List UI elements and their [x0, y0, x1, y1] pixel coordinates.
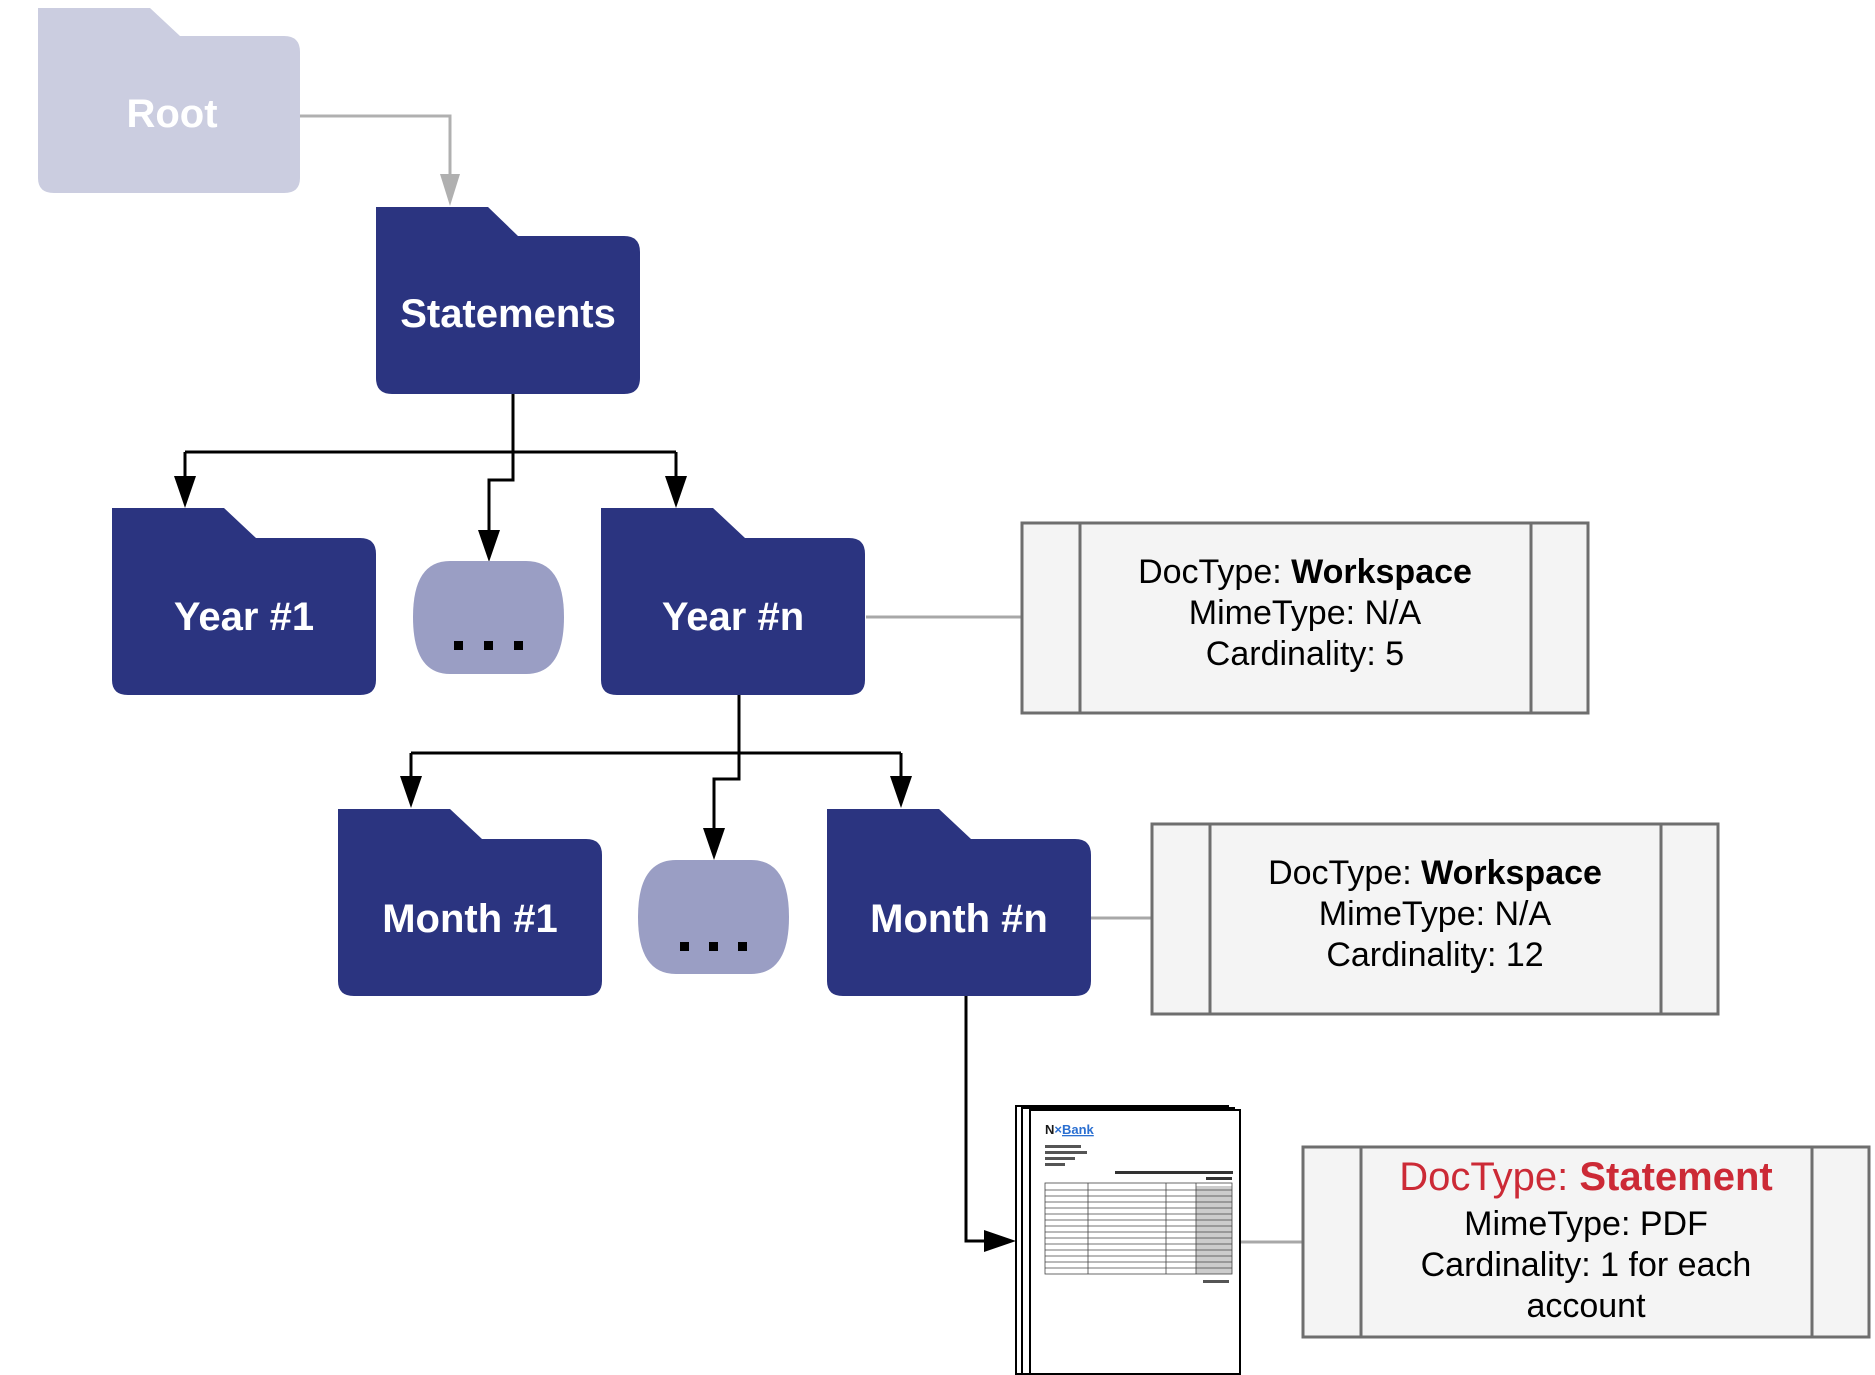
arrowhead-month-ellipsis	[703, 828, 725, 860]
info-box-year: DocType: Workspace MimeType: N/A Cardina…	[1020, 521, 1590, 715]
doctype-value: Workspace	[1421, 854, 1602, 892]
mimetype-line: MimeType: N/A	[1189, 594, 1422, 632]
document-address-block	[1045, 1145, 1087, 1166]
connector-to-year-ellipsis	[487, 452, 515, 534]
folder-statements[interactable]: Statements	[376, 207, 640, 394]
folder-month-first[interactable]: Month #1	[338, 809, 602, 996]
arrowhead-document	[984, 1230, 1016, 1252]
dot	[738, 942, 747, 951]
statement-document-stack[interactable]: N×Bank	[1015, 1105, 1241, 1375]
arrowhead-month-first	[400, 776, 422, 808]
folder-icon	[376, 207, 640, 394]
folder-icon	[827, 809, 1091, 996]
box-frame	[1020, 521, 1590, 715]
doctype-label: DocType:	[1138, 553, 1291, 591]
arrowhead-year-ellipsis	[478, 530, 500, 562]
arrowhead-month-n	[890, 776, 912, 808]
folder-icon	[601, 508, 865, 695]
folder-label: Month #1	[382, 897, 558, 941]
ellipsis-bubble	[638, 860, 789, 974]
doctype-value: Statement	[1579, 1155, 1772, 1199]
document-footer	[1203, 1280, 1229, 1283]
box-frame	[1301, 1145, 1871, 1339]
dot	[454, 641, 463, 650]
mimetype-line: MimeType: PDF	[1464, 1205, 1708, 1243]
folder-month-n[interactable]: Month #n	[827, 809, 1091, 996]
cardinality-line: Cardinality: 5	[1206, 635, 1404, 673]
ellipsis-bubble	[413, 561, 564, 674]
info-box-statement: DocType: Statement MimeType: PDF Cardina…	[1301, 1145, 1871, 1339]
folder-label: Year #1	[174, 595, 314, 639]
doctype-label: DocType:	[1399, 1155, 1579, 1199]
doctype-label: DocType:	[1268, 854, 1421, 892]
doctype-value: Workspace	[1291, 553, 1472, 591]
folder-icon	[38, 8, 300, 193]
logo-prefix: N	[1045, 1122, 1054, 1137]
connector-to-month-ellipsis	[712, 753, 741, 832]
info-box-month: DocType: Workspace MimeType: N/A Cardina…	[1150, 822, 1720, 1016]
folder-label: Root	[126, 92, 217, 136]
folder-label: Statements	[400, 292, 616, 336]
table-shaded-column	[1196, 1186, 1232, 1274]
folder-icon	[338, 809, 602, 996]
doctype-line: DocType: Workspace	[1138, 553, 1472, 591]
doctype-line: DocType: Workspace	[1268, 854, 1602, 892]
folder-label: Month #n	[870, 897, 1048, 941]
document-logo: N×Bank	[1045, 1122, 1095, 1137]
logo-mark: ×	[1054, 1122, 1062, 1137]
logo-name: Bank	[1062, 1122, 1095, 1137]
arrowhead-year-n	[665, 476, 687, 508]
cardinality-line: Cardinality: 12	[1326, 936, 1543, 974]
connectors	[174, 114, 1303, 1252]
cardinality-line-continued: account	[1526, 1287, 1646, 1325]
folder-icon	[112, 508, 376, 695]
doctype-line: DocType: Statement	[1399, 1155, 1772, 1199]
connector-root-statements	[300, 114, 452, 180]
folder-root[interactable]: Root	[38, 8, 300, 193]
arrowhead-year-first	[174, 476, 196, 508]
box-frame	[1150, 822, 1720, 1016]
dot	[484, 641, 493, 650]
ellipsis-months[interactable]	[638, 860, 789, 974]
dot	[709, 942, 718, 951]
arrowhead-root-statements	[440, 174, 460, 206]
cardinality-line: Cardinality: 1 for each	[1421, 1246, 1752, 1284]
dot	[680, 942, 689, 951]
connector-month-document	[964, 996, 988, 1243]
folder-year-n[interactable]: Year #n	[601, 508, 865, 695]
folder-year-first[interactable]: Year #1	[112, 508, 376, 695]
ellipsis-years[interactable]	[413, 561, 564, 674]
folder-label: Year #n	[662, 595, 804, 639]
dot	[514, 641, 523, 650]
mimetype-line: MimeType: N/A	[1319, 895, 1552, 933]
document-table	[1044, 1182, 1233, 1275]
document-account-header	[1115, 1171, 1233, 1180]
